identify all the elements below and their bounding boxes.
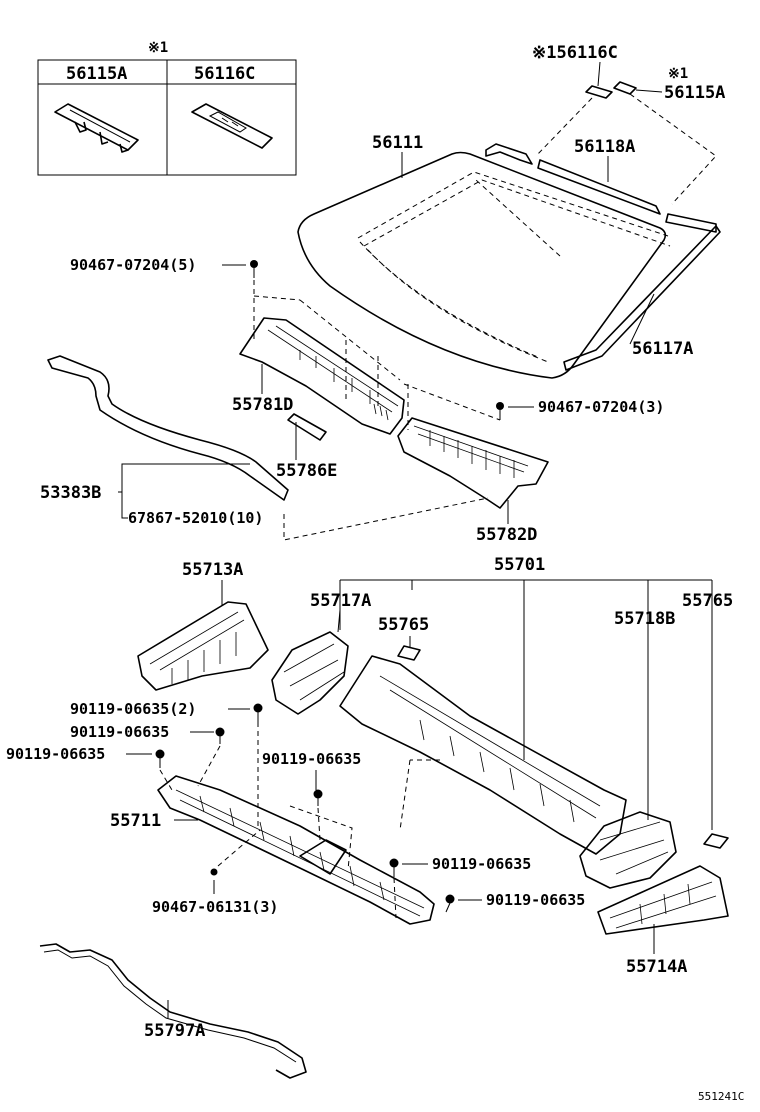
lower-cowl: 90119-06635(2) 90119-06635 90119-06635 9… (6, 700, 585, 925)
label-55701: 55701 (494, 555, 545, 575)
drain-rod: 55797A (39, 943, 307, 1079)
bolt-icon (253, 703, 263, 722)
panel-55711 (157, 775, 435, 925)
panel-55714A (597, 865, 729, 935)
bracket-55718B (579, 811, 677, 889)
screw-icon (250, 260, 258, 278)
label-55717A: 55717A (310, 591, 371, 611)
panel-55701 (339, 655, 627, 855)
label-56117A: 56117A (632, 339, 693, 359)
label-56116C-top: ※156116C (532, 43, 618, 63)
label-55797A: 55797A (144, 1021, 205, 1041)
label-56115A-note: ※1 (668, 66, 688, 82)
pad-55765-right (703, 833, 729, 849)
seal-55786E (287, 413, 327, 441)
clip-56116C-detail (191, 103, 273, 149)
label-56111: 56111 (372, 133, 423, 153)
label-55781D: 55781D (232, 395, 293, 415)
panel-55713A (137, 601, 269, 691)
clip-56115A-detail (54, 103, 139, 153)
screw-icon (496, 402, 504, 420)
label-90467-07204-3: 90467-07204(3) (538, 398, 664, 416)
molding-56117A (563, 225, 721, 371)
louver-55782D (397, 417, 549, 509)
bolt-icon (313, 789, 323, 806)
seal-53383B (47, 355, 289, 501)
windshield-glass: 56111 56118A 56117A (297, 133, 721, 379)
inset-col2-header: 56116C (194, 64, 255, 84)
louver-55781D (239, 317, 405, 435)
label-90467-06131: 90467-06131(3) (152, 898, 278, 916)
label-53383B: 53383B (40, 483, 101, 503)
inset-note: ※1 (148, 40, 168, 56)
hood-seal: 53383B 67867-52010(10) (40, 355, 489, 541)
label-90119-06635-e: 90119-06635 (486, 891, 585, 909)
label-90119-06635-a: 90119-06635 (70, 723, 169, 741)
cowl-louvers: 90467-07204(5) 55781D 55786E 90467-07204… (70, 256, 664, 545)
clip-56115A (613, 81, 637, 95)
label-90467-07204-5: 90467-07204(5) (70, 256, 196, 274)
label-90119-06635-2: 90119-06635(2) (70, 700, 196, 718)
label-55714A: 55714A (626, 957, 687, 977)
label-55786E: 55786E (276, 461, 337, 481)
cowl-panel-assembly: 55701 55713A 55717A 55765 55765 55718B 5… (137, 555, 733, 977)
label-90119-06635-c: 90119-06635 (262, 750, 361, 768)
label-56118A: 56118A (574, 137, 635, 157)
bolt-icon (215, 727, 225, 744)
label-55711: 55711 (110, 811, 161, 831)
bolt-icon (155, 749, 165, 768)
bolt-icon (389, 858, 399, 877)
bolt-icon (445, 894, 455, 913)
inset-table: ※1 56115A 56116C (37, 40, 297, 176)
top-clips: ※156116C ※1 56115A (532, 43, 725, 205)
label-55718B: 55718B (614, 609, 675, 629)
clip-56116C (585, 85, 613, 99)
rod-55797A (39, 943, 307, 1079)
label-90119-06635-d: 90119-06635 (432, 855, 531, 873)
clip-icon (210, 868, 218, 876)
label-90119-06635-b: 90119-06635 (6, 745, 105, 763)
molding-56118A (537, 159, 661, 215)
label-55782D: 55782D (476, 525, 537, 545)
inset-col1-header: 56115A (66, 64, 127, 84)
pad-55765-left (397, 645, 421, 661)
label-56115A: 56115A (664, 83, 725, 103)
label-55713A: 55713A (182, 560, 243, 580)
bracket-55717A (271, 631, 349, 715)
label-55765-a: 55765 (378, 615, 429, 635)
diagram-code: 551241C (698, 1090, 744, 1103)
label-55765-b: 55765 (682, 591, 733, 611)
label-67867-52010: 67867-52010(10) (128, 509, 263, 527)
